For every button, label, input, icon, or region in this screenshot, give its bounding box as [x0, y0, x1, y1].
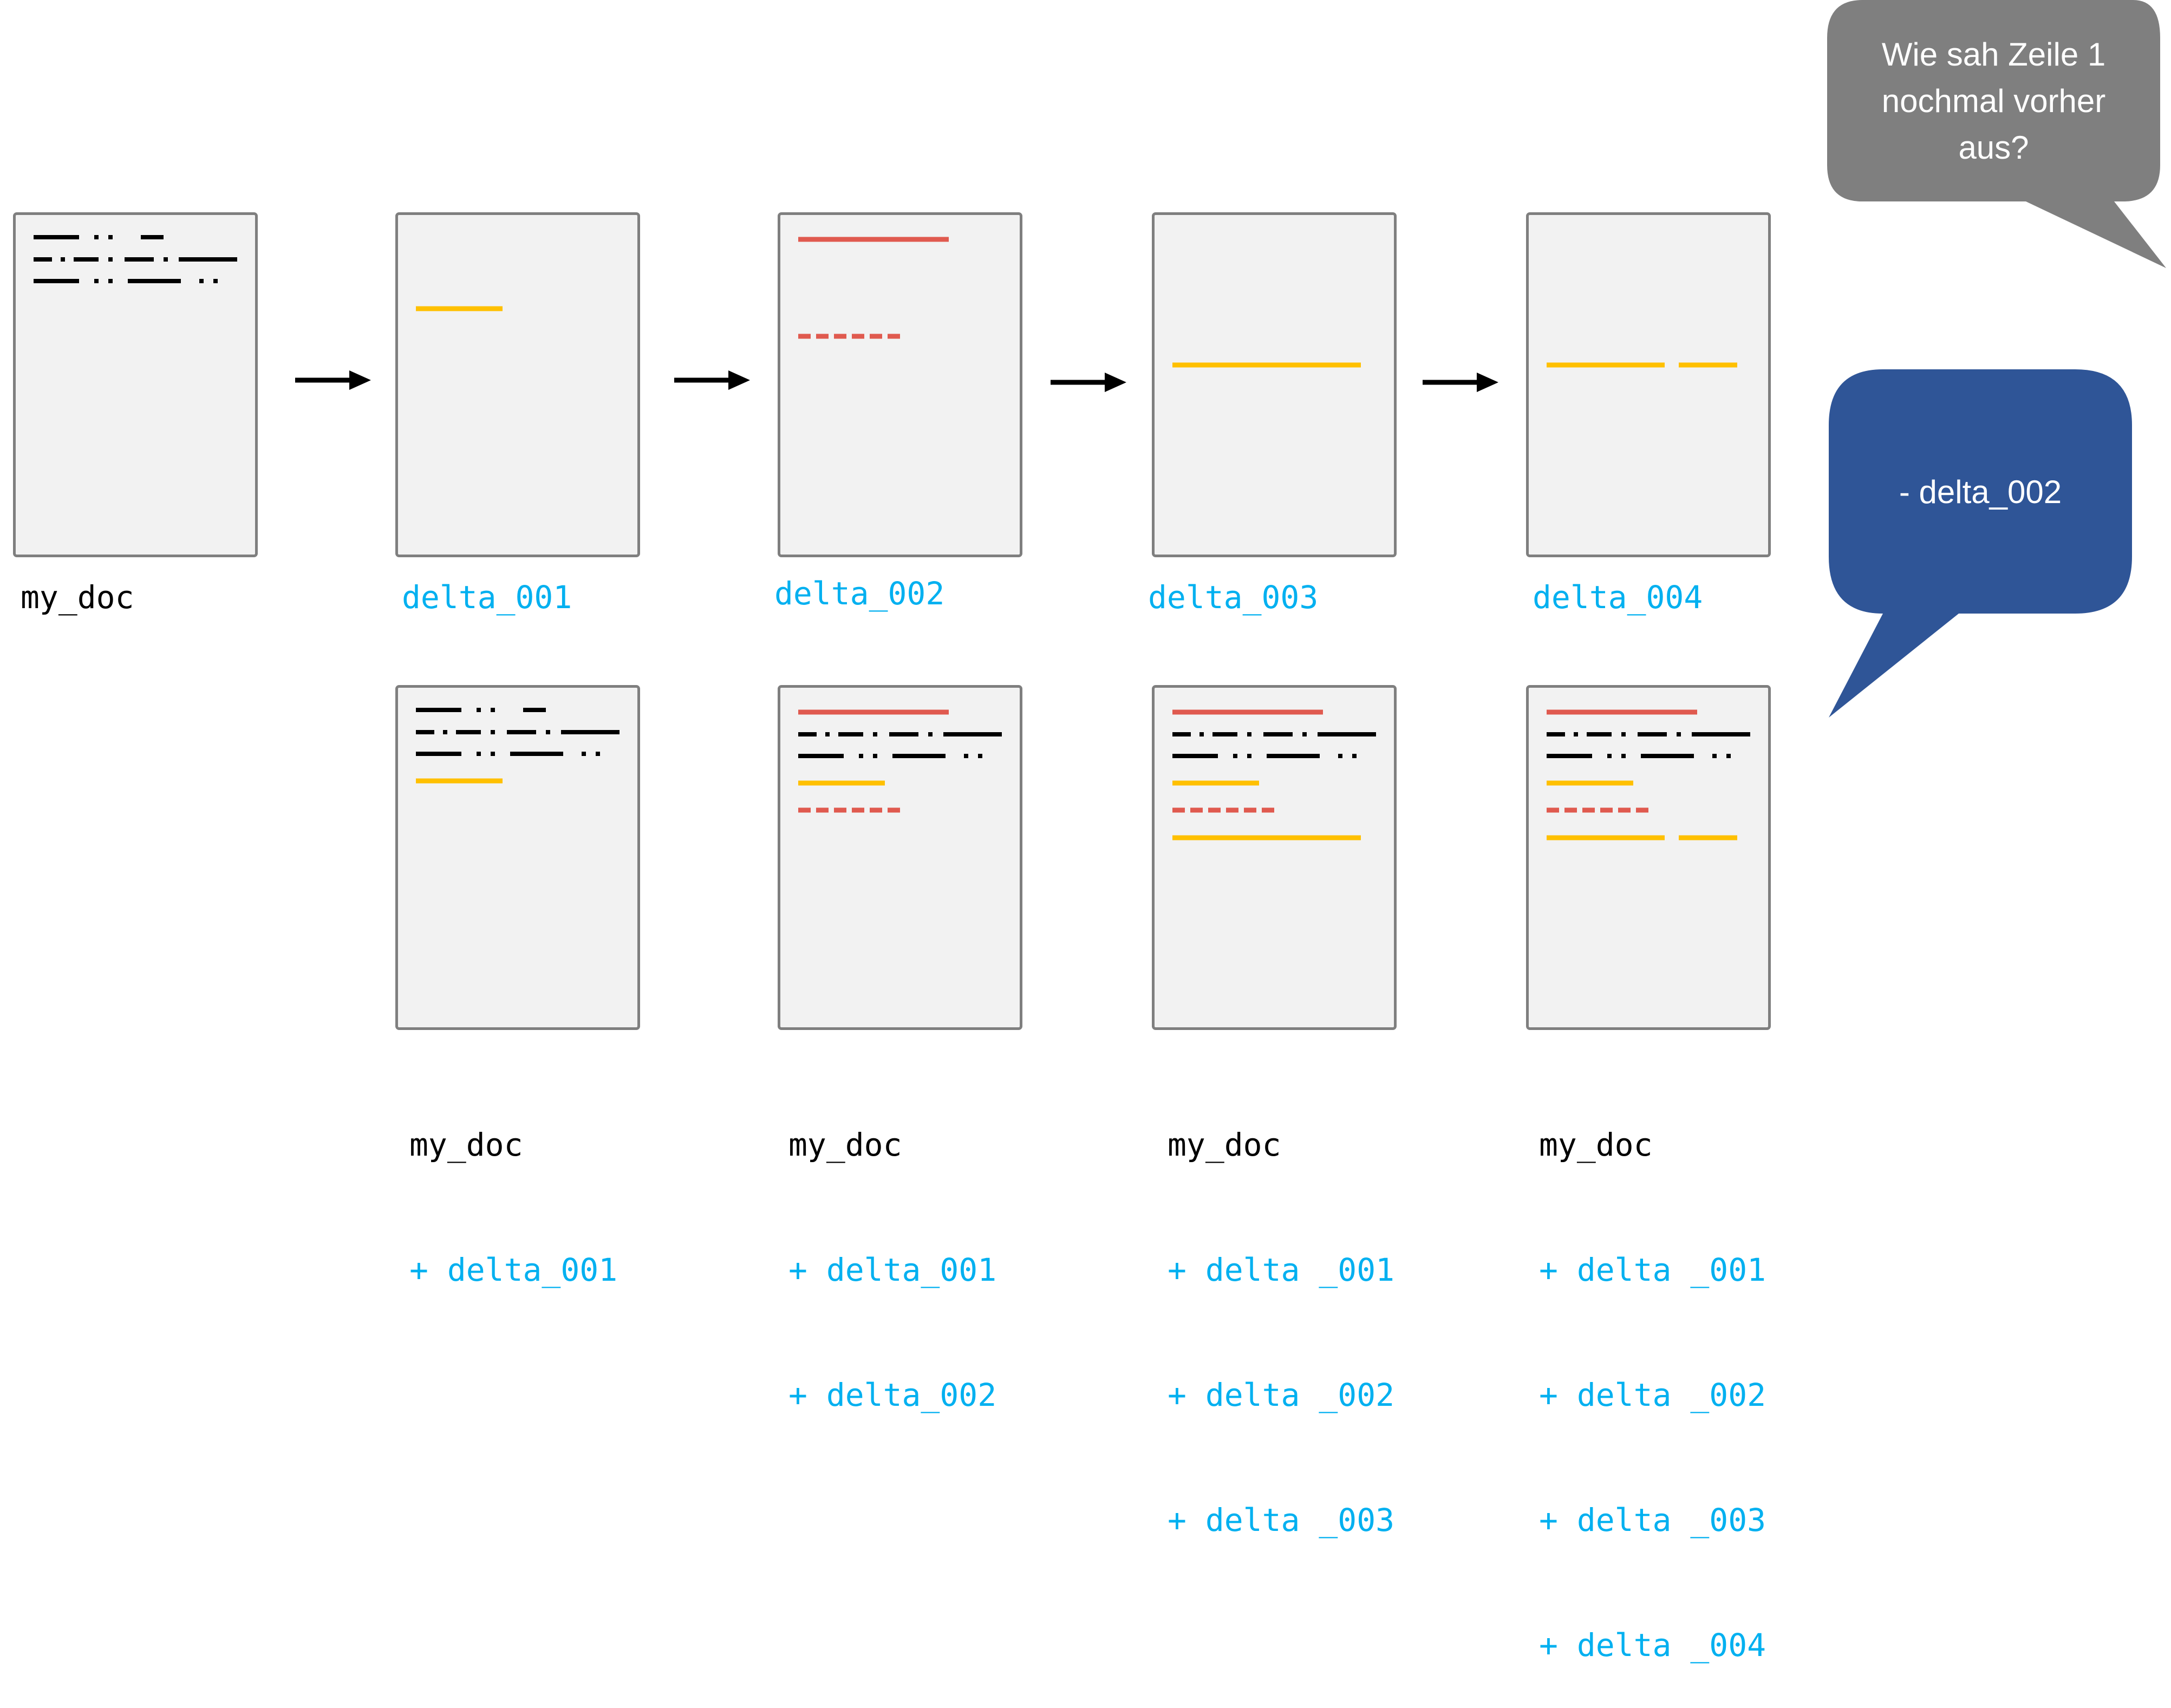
document-merged-002 — [778, 685, 1022, 1030]
delta-lines — [416, 306, 503, 311]
merged-base-label: my_doc — [409, 1126, 523, 1163]
merged-delta-line: + delta _001 — [1539, 1251, 1766, 1288]
question-line: Wie sah Zeile 1 — [1881, 36, 2106, 73]
document-delta-004 — [1526, 212, 1771, 557]
document-delta-001 — [395, 212, 640, 557]
label-delta-001: delta_001 — [402, 579, 572, 616]
merged-label-004: my_doc + delta _001 + delta _002 + delta… — [1539, 1041, 1766, 1708]
merged-delta-line: + delta _003 — [1539, 1502, 1766, 1538]
document-delta-003 — [1152, 212, 1397, 557]
answer-text: - delta_002 — [1899, 474, 2062, 510]
merged-lines — [416, 708, 620, 784]
question-line: aus? — [1958, 129, 2029, 166]
merged-lines — [1547, 709, 1750, 840]
merged-lines — [1172, 709, 1376, 840]
delta-lines — [1547, 362, 1737, 368]
merged-delta-line: + delta _003 — [1168, 1502, 1395, 1538]
merged-delta-line: + delta _004 — [1539, 1627, 1766, 1664]
question-line: nochmal vorher — [1881, 83, 2106, 119]
arrow-right-icon — [1051, 373, 1126, 392]
question-text: Wie sah Zeile 1 nochmal vorher aus? — [1827, 31, 2160, 171]
merged-delta-line: + delta _002 — [1168, 1377, 1395, 1413]
merged-base-label: my_doc — [1539, 1126, 1653, 1163]
label-delta-002: delta_002 — [774, 575, 945, 612]
merged-label-002: my_doc + delta_001 + delta_002 — [788, 1041, 996, 1458]
label-delta-003: delta_003 — [1148, 579, 1319, 616]
merged-lines — [798, 709, 1002, 813]
delta-lines — [1172, 362, 1361, 368]
label-my-doc: my_doc — [21, 579, 134, 616]
arrow-right-icon — [295, 370, 371, 390]
document-merged-001 — [395, 685, 640, 1030]
merged-label-003: my_doc + delta _001 + delta _002 + delta… — [1168, 1041, 1394, 1583]
merged-delta-line: + delta_001 — [409, 1251, 618, 1288]
merged-base-label: my_doc — [788, 1126, 902, 1163]
merged-delta-line: + delta_001 — [788, 1251, 997, 1288]
answer-speech-bubble — [1829, 369, 2132, 718]
document-my-doc — [13, 212, 258, 557]
merged-delta-line: + delta _001 — [1168, 1251, 1395, 1288]
document-merged-004 — [1526, 685, 1771, 1030]
merged-base-label: my_doc — [1168, 1126, 1281, 1163]
document-delta-002 — [778, 212, 1022, 557]
label-delta-004: delta_004 — [1533, 579, 1703, 616]
arrow-right-icon — [1423, 373, 1498, 392]
question-speech-bubble — [1827, 0, 2166, 268]
merged-delta-line: + delta_002 — [788, 1377, 997, 1413]
document-merged-003 — [1152, 685, 1397, 1030]
arrow-right-icon — [674, 370, 750, 390]
merged-label-001: my_doc + delta_001 — [409, 1041, 617, 1333]
merged-delta-line: + delta _002 — [1539, 1377, 1766, 1413]
delta-lines — [798, 237, 949, 339]
text-lines — [34, 235, 237, 283]
